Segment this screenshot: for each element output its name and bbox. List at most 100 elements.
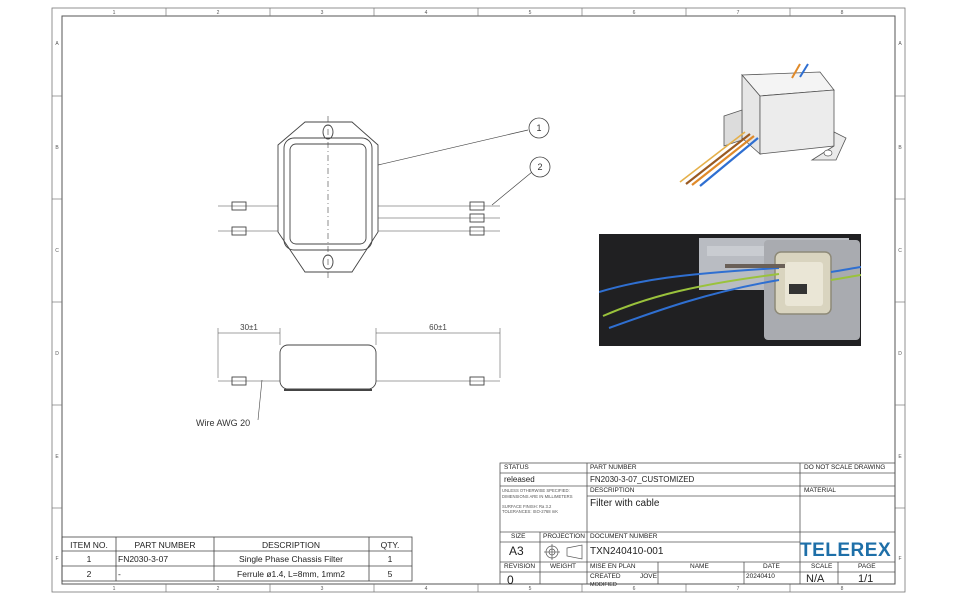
zone-col-6: 6 xyxy=(633,10,636,16)
bom-table xyxy=(61,536,413,582)
zone-row-b-right: B xyxy=(898,145,902,151)
iso-wire-yellow xyxy=(679,131,746,183)
zone-col-2-bottom: 2 xyxy=(217,586,220,592)
document-number-value: TXN240410-001 xyxy=(590,546,664,557)
zone-col-7-bottom: 7 xyxy=(737,586,740,592)
bom-header-qty: QTY. xyxy=(381,540,400,550)
zone-col-4-bottom: 4 xyxy=(425,586,428,592)
iso-front-face xyxy=(759,89,835,155)
zone-col-5: 5 xyxy=(529,10,532,16)
bom-header-desc: DESCRIPTION xyxy=(262,540,320,550)
product-photo xyxy=(599,234,861,346)
size-label: SIZE xyxy=(511,533,526,540)
bom-row-2-item: 2 xyxy=(87,569,92,579)
zone-row-c-right: C xyxy=(898,248,902,254)
status-label: STATUS xyxy=(504,464,529,471)
weight-label: WEIGHT xyxy=(550,563,576,570)
bom-text: ITEM NO. PART NUMBER DESCRIPTION QTY. 1 … xyxy=(70,540,399,579)
name-label: NAME xyxy=(690,563,709,570)
dim-right-label: 60±1 xyxy=(429,323,447,332)
bom-frame xyxy=(61,536,413,582)
bom-row-2-qty: 5 xyxy=(388,569,393,579)
created-name: JOVE xyxy=(640,573,657,580)
size-value: A3 xyxy=(509,544,524,558)
balloon-2-leader xyxy=(491,171,533,206)
iso-wire-blue xyxy=(699,137,759,187)
scale-label: SCALE xyxy=(811,563,833,570)
side-view xyxy=(217,328,501,421)
dim-left-label: 30±1 xyxy=(240,323,258,332)
zone-row-a-right: A xyxy=(898,41,902,47)
zone-col-2: 2 xyxy=(217,10,220,16)
zone-row-a: A xyxy=(55,41,59,47)
side-ferrule-right xyxy=(469,376,485,386)
revision-label: REVISION xyxy=(504,563,536,570)
do-not-scale-label: DO NOT SCALE DRAWING xyxy=(804,464,886,471)
page-label: PAGE xyxy=(858,563,876,570)
zone-ticks xyxy=(52,8,905,592)
zone-col-8-bottom: 8 xyxy=(841,586,844,592)
photo-wire-blue xyxy=(599,267,780,293)
product-photo-image xyxy=(599,234,861,346)
bom-row-1-part: FN2030-3-07 xyxy=(118,554,168,564)
isometric-view xyxy=(679,63,847,187)
bom-row-2-desc: Ferrule ø1.4, L=8mm, 1mm2 xyxy=(237,569,345,579)
scale-value: N/A xyxy=(806,573,825,585)
status-value: released xyxy=(504,475,535,484)
date-label: DATE xyxy=(763,563,780,570)
balloon-1-label: 1 xyxy=(536,123,541,133)
bom-row-2-part: - xyxy=(118,569,121,579)
title-block xyxy=(499,462,896,585)
zone-col-3-bottom: 3 xyxy=(321,586,324,592)
ferrule-left-1 xyxy=(231,201,247,211)
iso-flange-right xyxy=(810,131,847,161)
projection-label: PROJECTION xyxy=(543,533,585,540)
zone-row-e: E xyxy=(55,454,59,460)
title-block-frame xyxy=(499,462,896,585)
zone-row-f-right: F xyxy=(898,556,901,562)
zone-col-1-bottom: 1 xyxy=(113,586,116,592)
zone-row-e-right: E xyxy=(898,454,902,460)
zone-row-c: C xyxy=(55,248,59,254)
balloons: 1 2 xyxy=(377,117,551,206)
balloon-1 xyxy=(528,117,550,139)
revision-value: 0 xyxy=(507,573,514,587)
side-ferrule-left xyxy=(231,376,247,386)
part-number-label: PART NUMBER xyxy=(590,464,637,471)
zone-col-3: 3 xyxy=(321,10,324,16)
filter-flange-outline xyxy=(277,121,379,273)
photo-wire-blue-2 xyxy=(608,279,780,329)
description-value: Filter with cable xyxy=(590,498,660,509)
ferrule-right-1 xyxy=(469,201,485,211)
zone-col-6-bottom: 6 xyxy=(633,586,636,592)
ferrule-right-3 xyxy=(469,226,485,236)
telerex-logo: TELEREX xyxy=(800,540,892,561)
modified-label: MODIFIED xyxy=(590,582,617,588)
notes-line-1: UNLESS OTHERWISE SPECIFIED: xyxy=(502,488,570,493)
material-label: MATERIAL xyxy=(804,487,837,494)
bom-row-1-item: 1 xyxy=(87,554,92,564)
iso-mounting-hole xyxy=(823,149,833,157)
iso-wire-top-orange xyxy=(791,63,801,79)
bom-header-item: ITEM NO. xyxy=(70,540,108,550)
projection-symbol-icon xyxy=(544,544,583,560)
bom-header-part: PART NUMBER xyxy=(135,540,196,550)
mise-en-plan-label: MISE EN PLAN xyxy=(590,563,636,570)
zone-row-b: B xyxy=(55,145,59,151)
iso-wire-brown xyxy=(685,133,751,185)
iso-wire-orange xyxy=(691,135,755,186)
document-number-label: DOCUMENT NUMBER xyxy=(590,533,658,540)
notes-line-3: SURFACE FINISH: Ra 3.2 xyxy=(502,504,552,509)
inner-frame xyxy=(61,15,896,585)
outer-frame xyxy=(51,7,906,593)
front-view xyxy=(218,116,500,278)
zone-row-d-right: D xyxy=(898,351,902,357)
balloon-2 xyxy=(529,156,551,178)
description-label: DESCRIPTION xyxy=(590,487,635,494)
created-date: 20240410 xyxy=(746,573,775,580)
zone-col-7: 7 xyxy=(737,10,740,16)
notes-line-4: TOLERANCES: ISO-2768 mK xyxy=(502,509,559,514)
zone-col-8: 8 xyxy=(841,10,844,16)
